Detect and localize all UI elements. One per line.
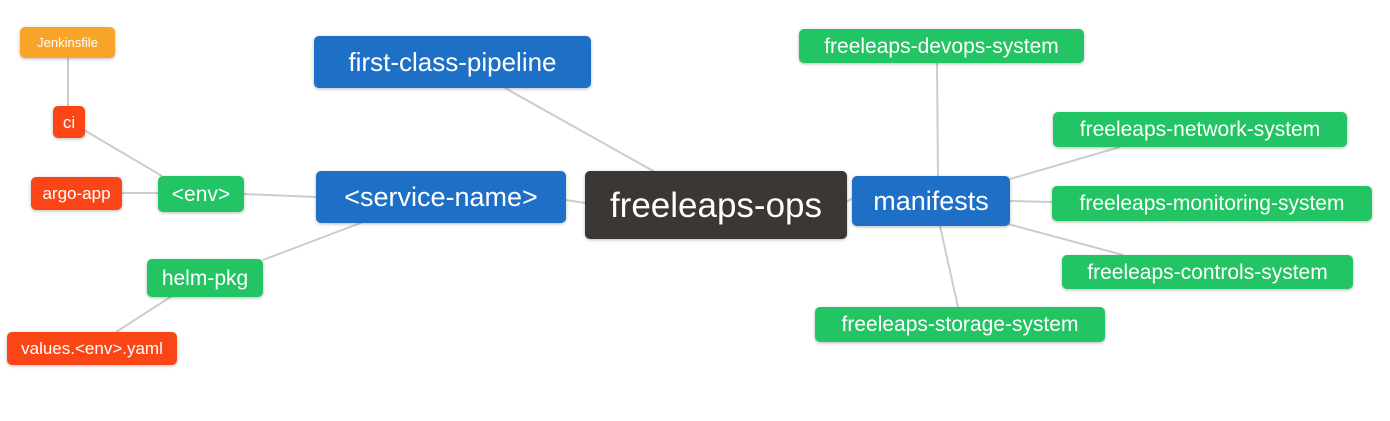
node-values-env-yaml[interactable]: values.<env>.yaml [7,332,177,365]
node-env[interactable]: <env> [158,176,244,212]
edge-manifests-storage-system [939,225,959,308]
edge-root-service-name [565,199,586,204]
edge-helm-pkg-values-env-yaml [115,295,173,333]
node-manifests[interactable]: manifests [852,176,1010,226]
edge-service-name-helm-pkg [262,221,364,261]
edge-manifests-network-system [1009,146,1121,180]
node-argo-app[interactable]: argo-app [31,177,122,210]
node-first-class-pipeline[interactable]: first-class-pipeline [314,36,591,88]
node-freeleaps-monitoring-system[interactable]: freeleaps-monitoring-system [1052,186,1372,221]
edge-manifests-devops-system [936,62,939,177]
node-freeleaps-storage-system[interactable]: freeleaps-storage-system [815,307,1105,342]
edge-service-name-env [243,193,317,198]
node-freeleaps-ops-root[interactable]: freeleaps-ops [585,171,847,239]
node-ci[interactable]: ci [53,106,85,138]
node-service-name[interactable]: <service-name> [316,171,566,223]
edge-manifests-monitoring-system [1009,200,1053,203]
edge-root-manifests [845,197,854,203]
edge-root-first-class-pipeline [504,87,656,173]
edge-env-ci [83,129,163,177]
node-freeleaps-network-system[interactable]: freeleaps-network-system [1053,112,1347,147]
node-helm-pkg[interactable]: helm-pkg [147,259,263,297]
edge-manifests-controls-system [1007,223,1124,256]
node-freeleaps-controls-system[interactable]: freeleaps-controls-system [1062,255,1353,289]
node-freeleaps-devops-system[interactable]: freeleaps-devops-system [799,29,1084,63]
node-jenkinsfile[interactable]: Jenkinsfile [20,27,115,58]
